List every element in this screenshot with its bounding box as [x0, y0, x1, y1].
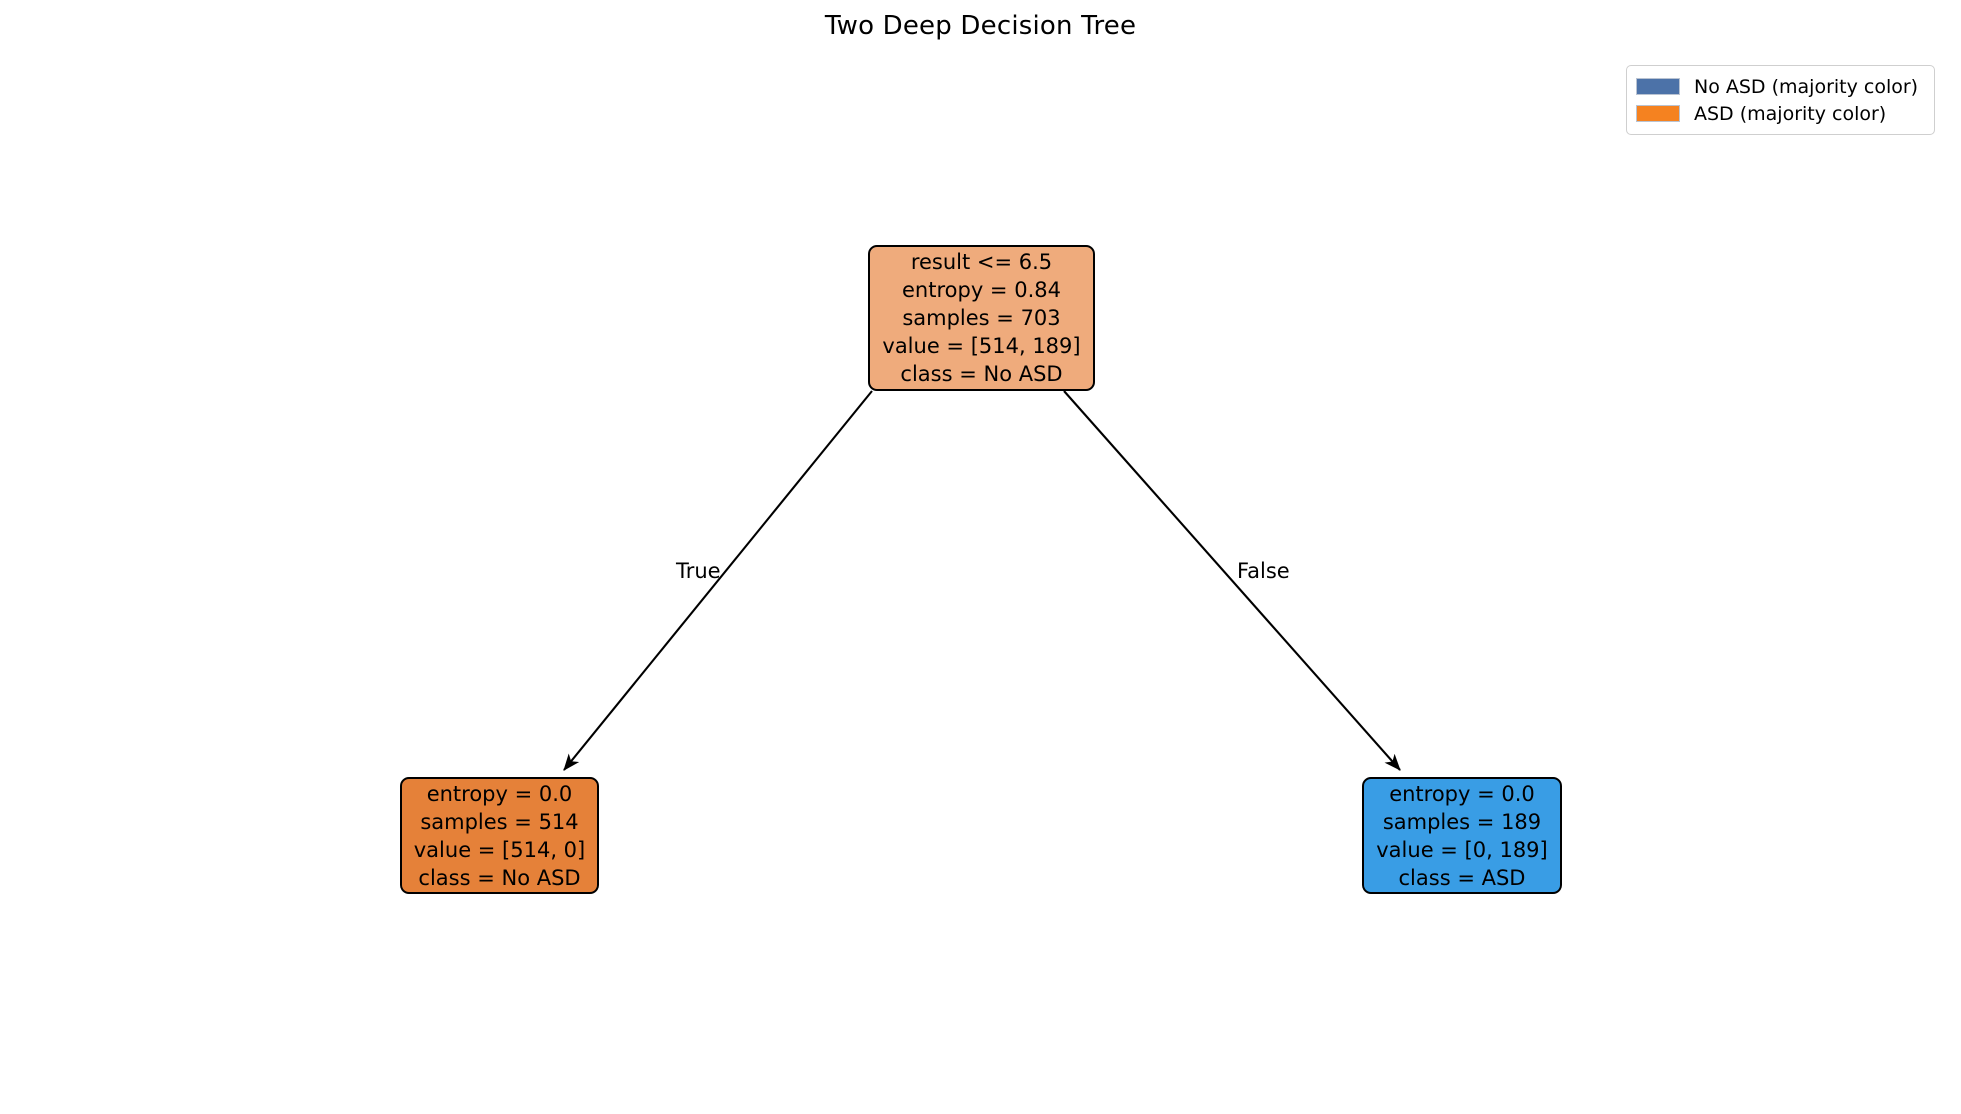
node-leaf-right-value: value = [0, 189]	[1376, 837, 1548, 862]
node-leaf-right-samples: samples = 189	[1382, 809, 1542, 834]
tree-node-root[interactable]: result <= 6.5 entropy = 0.84 samples = 7…	[868, 245, 1095, 391]
legend-swatch-no-asd	[1636, 78, 1680, 95]
legend-item-no-asd: No ASD (majority color)	[1636, 73, 1925, 100]
node-leaf-left-samples: samples = 514	[420, 809, 579, 834]
edge-root-to-leaf-right	[1063, 390, 1401, 771]
node-root-condition: result <= 6.5	[910, 250, 1053, 274]
node-leaf-right-class: class = ASD	[1398, 865, 1526, 890]
legend-label-asd: ASD (majority color)	[1694, 102, 1887, 125]
node-leaf-left-class: class = No ASD	[418, 865, 581, 890]
tree-node-leaf-right[interactable]: entropy = 0.0 samples = 189 value = [0, …	[1362, 777, 1562, 894]
legend: No ASD (majority color) ASD (majority co…	[1626, 65, 1935, 135]
edge-label-true: True	[676, 559, 721, 583]
node-root-samples: samples = 703	[902, 306, 1061, 330]
node-leaf-left-value: value = [514, 0]	[413, 837, 586, 862]
edge-label-false: False	[1237, 559, 1290, 583]
legend-label-no-asd: No ASD (majority color)	[1694, 75, 1919, 98]
node-root-class: class = No ASD	[900, 362, 1063, 386]
node-root-entropy: entropy = 0.84	[902, 278, 1061, 302]
legend-swatch-asd	[1636, 105, 1680, 122]
node-leaf-right-entropy: entropy = 0.0	[1389, 781, 1535, 806]
node-root-value: value = [514, 189]	[882, 334, 1081, 358]
legend-item-asd: ASD (majority color)	[1636, 100, 1925, 127]
page-title: Two Deep Decision Tree	[824, 11, 1137, 41]
node-leaf-left-entropy: entropy = 0.0	[426, 781, 573, 806]
tree-node-leaf-left[interactable]: entropy = 0.0 samples = 514 value = [514…	[400, 777, 599, 894]
